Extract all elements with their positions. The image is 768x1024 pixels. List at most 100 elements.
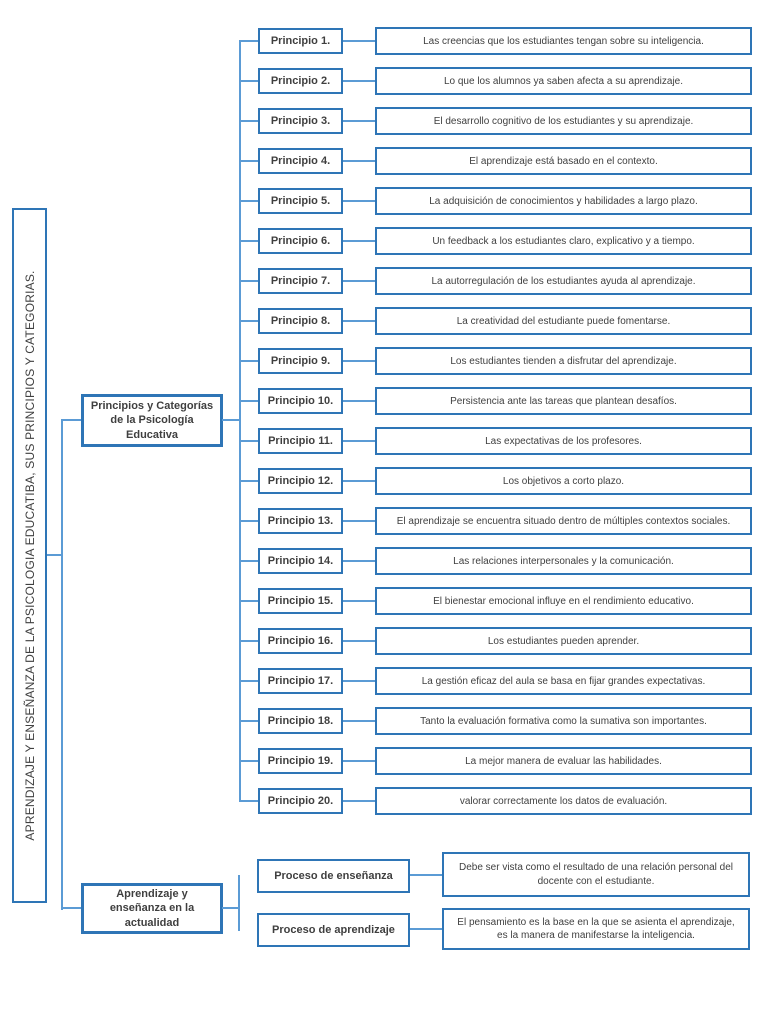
principle-label: Principio 18. [267,715,334,727]
category-principios-label: Principios y Categorías de la Psicología… [90,400,214,441]
principle-description-box: Las expectativas de los profesores. [375,427,752,455]
root-title-box [12,208,47,903]
principle-label: Principio 12. [267,475,334,487]
connector-process1-to-description [409,874,442,876]
principle-description: Los estudiantes pueden aprender. [487,635,640,647]
principle-label: Principio 9. [270,355,331,367]
principle-label-box: Principio 11. [258,428,343,454]
process-aprendizaje-box: Proceso de aprendizaje [257,913,410,947]
principle-description: La autorregulación de los estudiantes ay… [431,275,696,287]
connector-spine-to-principle [239,40,258,42]
connector-principle-to-description [343,800,375,802]
principle-description: Tanto la evaluación formativa como la su… [420,715,707,727]
principle-label-box: Principio 4. [258,148,343,174]
connector-spine-to-principle [239,320,258,322]
principle-description-box: La gestión eficaz del aula se basa en fi… [375,667,752,695]
connector-principle-to-description [343,200,375,202]
process-ensenanza-box: Proceso de enseñanza [257,859,410,893]
principle-label: Principio 16. [267,635,334,647]
principle-label-box: Principio 1. [258,28,343,54]
principle-description-box: La adquisición de conocimientos y habili… [375,187,752,215]
connector-principle-to-description [343,640,375,642]
principle-description: Persistencia ante las tareas que plantea… [450,395,677,407]
principle-label-box: Principio 10. [258,388,343,414]
principle-label: Principio 11. [268,435,333,447]
principle-description: valorar correctamente los datos de evalu… [459,795,668,807]
principle-description: El aprendizaje está basado en el context… [469,155,658,167]
process-ensenanza-label: Proceso de enseñanza [274,870,393,882]
principle-description-box: El aprendizaje se encuentra situado dent… [375,507,752,535]
principle-label-box: Principio 15. [258,588,343,614]
connector-spine-to-principle [239,120,258,122]
principle-description: El desarrollo cognitivo de los estudiant… [433,115,694,127]
connector-spine-to-principle [239,560,258,562]
principle-label-box: Principio 18. [258,708,343,734]
connector-spine-to-principle [239,680,258,682]
principle-description-box: Las relaciones interpersonales y la comu… [375,547,752,575]
principle-description: Lo que los alumnos ya saben afecta a su … [443,75,684,87]
principle-label: Principio 6. [270,235,331,247]
principle-label-box: Principio 2. [258,68,343,94]
connector-spine-to-principle [239,280,258,282]
process-ensenanza-description: Debe ser vista como el resultado de una … [458,862,734,887]
principle-label-box: Principio 14. [258,548,343,574]
connector-spine-to-principle [239,640,258,642]
processes-spine [238,875,240,931]
category-principios-box: Principios y Categorías de la Psicología… [81,394,223,447]
connector-spine-to-category-2 [61,907,81,909]
principle-label: Principio 19. [267,755,334,767]
process-aprendizaje-label: Proceso de aprendizaje [272,924,395,936]
principle-description: La gestión eficaz del aula se basa en fi… [421,675,706,687]
principle-description: Las expectativas de los profesores. [485,435,642,447]
principle-description-box: Las creencias que los estudiantes tengan… [375,27,752,55]
connector-spine-to-principle [239,360,258,362]
principle-label: Principio 10. [267,395,334,407]
connector-spine-to-principle [239,160,258,162]
connector-title-to-spine [47,554,62,556]
principle-description-box: Los estudiantes pueden aprender. [375,627,752,655]
principle-description-box: Un feedback a los estudiantes claro, exp… [375,227,752,255]
principle-description-box: El aprendizaje está basado en el context… [375,147,752,175]
principle-description: Un feedback a los estudiantes claro, exp… [432,235,695,247]
principle-label-box: Principio 5. [258,188,343,214]
connector-spine-to-principle [239,240,258,242]
principle-label: Principio 8. [270,315,331,327]
root-title: APRENDIZAJE Y ENSEÑANZA DE LA PSICOLOGIA… [22,270,37,841]
principle-label: Principio 17. [267,675,334,687]
principle-description: La adquisición de conocimientos y habili… [429,195,698,207]
connector-principle-to-description [343,760,375,762]
connector-category1-to-principles-spine [222,419,240,421]
connector-principle-to-description [343,240,375,242]
connector-principle-to-description [343,440,375,442]
connector-principle-to-description [343,120,375,122]
principle-label: Principio 1. [270,35,331,47]
connector-spine-to-principle [239,80,258,82]
connector-spine-to-principle [239,200,258,202]
principles-spine [239,40,241,802]
connector-principle-to-description [343,720,375,722]
principle-description-box: valorar correctamente los datos de evalu… [375,787,752,815]
principle-description: La creatividad del estudiante puede fome… [456,315,671,327]
connector-principle-to-description [343,600,375,602]
principle-description-box: La mejor manera de evaluar las habilidad… [375,747,752,775]
principle-description: El aprendizaje se encuentra situado dent… [396,515,731,527]
principle-label: Principio 13. [267,515,334,527]
principle-description-box: El bienestar emocional influye en el ren… [375,587,752,615]
connector-principle-to-description [343,520,375,522]
principle-label-box: Principio 16. [258,628,343,654]
principle-label-box: Principio 13. [258,508,343,534]
principle-label: Principio 7. [270,275,331,287]
category-actualidad-label: Aprendizaje y enseñanza en la actualidad [109,888,195,929]
principle-label-box: Principio 9. [258,348,343,374]
principle-label: Principio 15. [267,595,334,607]
principle-description-box: Los estudiantes tienden a disfrutar del … [375,347,752,375]
process-aprendizaje-description-box: El pensamiento es la base en la que se a… [442,908,750,950]
principle-description: El bienestar emocional influye en el ren… [433,595,694,607]
connector-principle-to-description [343,80,375,82]
principle-label-box: Principio 17. [258,668,343,694]
principle-label: Principio 3. [270,115,331,127]
connector-principle-to-description [343,680,375,682]
principle-label-box: Principio 6. [258,228,343,254]
principle-description: Las creencias que los estudiantes tengan… [423,35,704,47]
